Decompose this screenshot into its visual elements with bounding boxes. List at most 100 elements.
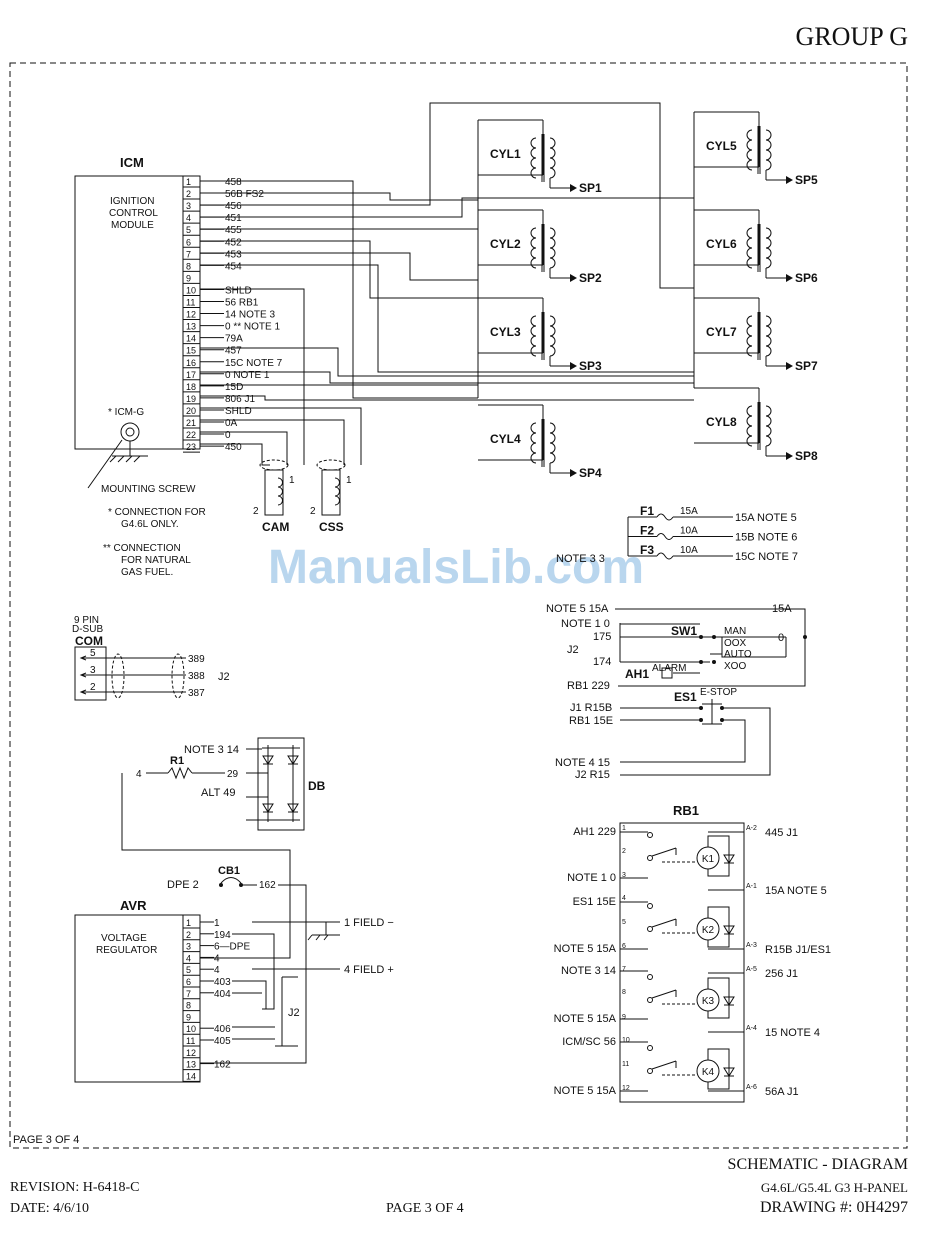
icm-pin-16: 16 bbox=[186, 358, 196, 368]
icm-pin-9: 9 bbox=[186, 273, 191, 283]
rb1-pin-2: 2 bbox=[622, 848, 626, 855]
avr-pin-1: 1 bbox=[186, 918, 191, 928]
cyl-label: CYL2 bbox=[490, 237, 521, 251]
com-wire-label: 387 bbox=[188, 688, 205, 699]
group-heading: GROUP G bbox=[795, 22, 908, 51]
db-title: DB bbox=[308, 779, 326, 793]
fuse-out: 15B NOTE 6 bbox=[735, 532, 797, 544]
avr-wire-11: 405 bbox=[214, 1036, 231, 1047]
rb1-right-label: 256 J1 bbox=[765, 968, 798, 980]
avr-wire-6: 403 bbox=[214, 977, 231, 988]
contact-arm bbox=[651, 1060, 677, 1070]
plug-arrow bbox=[786, 452, 793, 460]
rb1-left-label: NOTE 5 15A bbox=[554, 1013, 617, 1025]
drawing-border bbox=[9, 62, 908, 1149]
avr-pin-6: 6 bbox=[186, 977, 191, 987]
rb1-pin-10: 10 bbox=[622, 1037, 630, 1044]
contact-no bbox=[647, 903, 653, 909]
icm-pin-20: 20 bbox=[186, 406, 196, 416]
sw-man: MAN bbox=[724, 626, 746, 637]
plug-arrow bbox=[570, 274, 577, 282]
rb1-pin-5: 5 bbox=[622, 919, 626, 926]
note-g46-2: G4.6L ONLY. bbox=[121, 519, 179, 530]
icm-wire-21: 0A bbox=[225, 418, 238, 429]
relay-k1: K1 bbox=[647, 832, 735, 877]
fuse-out: 15C NOTE 7 bbox=[735, 551, 798, 563]
fuse-symbol bbox=[656, 513, 674, 521]
icm-pin-12: 12 bbox=[186, 310, 196, 320]
fuse-symbol bbox=[656, 533, 674, 540]
icm-pin-23: 23 bbox=[186, 442, 196, 452]
icm-wire-16: 15C NOTE 7 bbox=[225, 358, 283, 369]
secondary-winding bbox=[549, 422, 556, 464]
icm-pin-5: 5 bbox=[186, 225, 191, 235]
rb1-pin-7: 7 bbox=[622, 966, 626, 973]
contact-arm bbox=[651, 847, 677, 857]
cyl-label: CYL5 bbox=[706, 139, 737, 153]
com-conn: J2 bbox=[218, 671, 230, 683]
footer-model: G4.6L/G5.4L G3 H-PANEL bbox=[760, 1180, 908, 1195]
sensor-pin2: 2 bbox=[310, 506, 316, 517]
avr-wire-4: 4 bbox=[214, 953, 220, 964]
icm-wire-22: 0 bbox=[225, 430, 231, 441]
rb1-left-label: AH1 229 bbox=[573, 826, 616, 838]
avr-pin-8: 8 bbox=[186, 1001, 191, 1011]
contact-com bbox=[647, 997, 653, 1003]
icm-wire-6: 452 bbox=[225, 237, 242, 248]
primary-winding bbox=[746, 227, 753, 269]
icm-wire-10: SHLD bbox=[225, 285, 252, 296]
rb1-left-label: NOTE 5 15A bbox=[554, 1085, 617, 1097]
sw-in1: NOTE 5 15A bbox=[546, 603, 609, 615]
icm-pin-11: 11 bbox=[186, 298, 195, 308]
avr-wire-3: 6—DPE bbox=[214, 942, 250, 953]
primary-winding bbox=[746, 315, 753, 357]
relay-label: K3 bbox=[702, 996, 715, 1007]
rb1-right-pin: A-3 bbox=[746, 942, 757, 949]
contact-no bbox=[647, 1045, 653, 1051]
contact-no bbox=[647, 974, 653, 980]
sw-zero: 0 bbox=[778, 632, 784, 644]
cb1-title: CB1 bbox=[218, 865, 240, 877]
plug-arrow bbox=[786, 362, 793, 370]
primary-winding bbox=[530, 227, 537, 269]
icm-label-2: CONTROL bbox=[109, 208, 158, 219]
field-neg: 1 FIELD − bbox=[344, 917, 394, 929]
flyback-diode bbox=[723, 925, 735, 935]
relay-label: K2 bbox=[702, 925, 715, 936]
relay-label: K4 bbox=[702, 1067, 715, 1078]
avr-pin-5: 5 bbox=[186, 965, 191, 975]
avr-label-1: VOLTAGE bbox=[101, 933, 147, 944]
com-pin-5: 5 bbox=[90, 648, 96, 659]
fuse-label: F3 bbox=[640, 543, 654, 557]
avr-label-2: REGULATOR bbox=[96, 945, 157, 956]
icm-wire-11: 56 RB1 bbox=[225, 298, 259, 309]
sw-auto: AUTO bbox=[724, 649, 752, 660]
diode-bridge: NOTE 3 14 ALT 49 DB R1 4 29 bbox=[121, 737, 326, 959]
note-ng-1: ** CONNECTION bbox=[103, 543, 181, 554]
rb1-right-pin: A-5 bbox=[746, 966, 757, 973]
icm-wire-3: 456 bbox=[225, 201, 242, 212]
icm-wire-18: 15D bbox=[225, 382, 243, 393]
rb1-left-label: ICM/SC 56 bbox=[562, 1036, 616, 1048]
alarm-label: ALARM bbox=[652, 663, 686, 674]
icm-wire-12: 14 NOTE 3 bbox=[225, 310, 275, 321]
icm-pin-6: 6 bbox=[186, 237, 191, 247]
fuse-rating: 10A bbox=[680, 526, 698, 537]
sensor-coil bbox=[277, 477, 283, 506]
spark-plug-label: SP1 bbox=[579, 181, 602, 195]
relay-k3: K3 bbox=[647, 974, 735, 1019]
rb1-right-pin: A-4 bbox=[746, 1025, 757, 1032]
sw-174: 174 bbox=[593, 656, 611, 668]
plug-arrow bbox=[786, 274, 793, 282]
plug-arrow bbox=[570, 469, 577, 477]
primary-winding bbox=[746, 405, 753, 447]
icm-pin-1: 1 bbox=[186, 177, 191, 187]
